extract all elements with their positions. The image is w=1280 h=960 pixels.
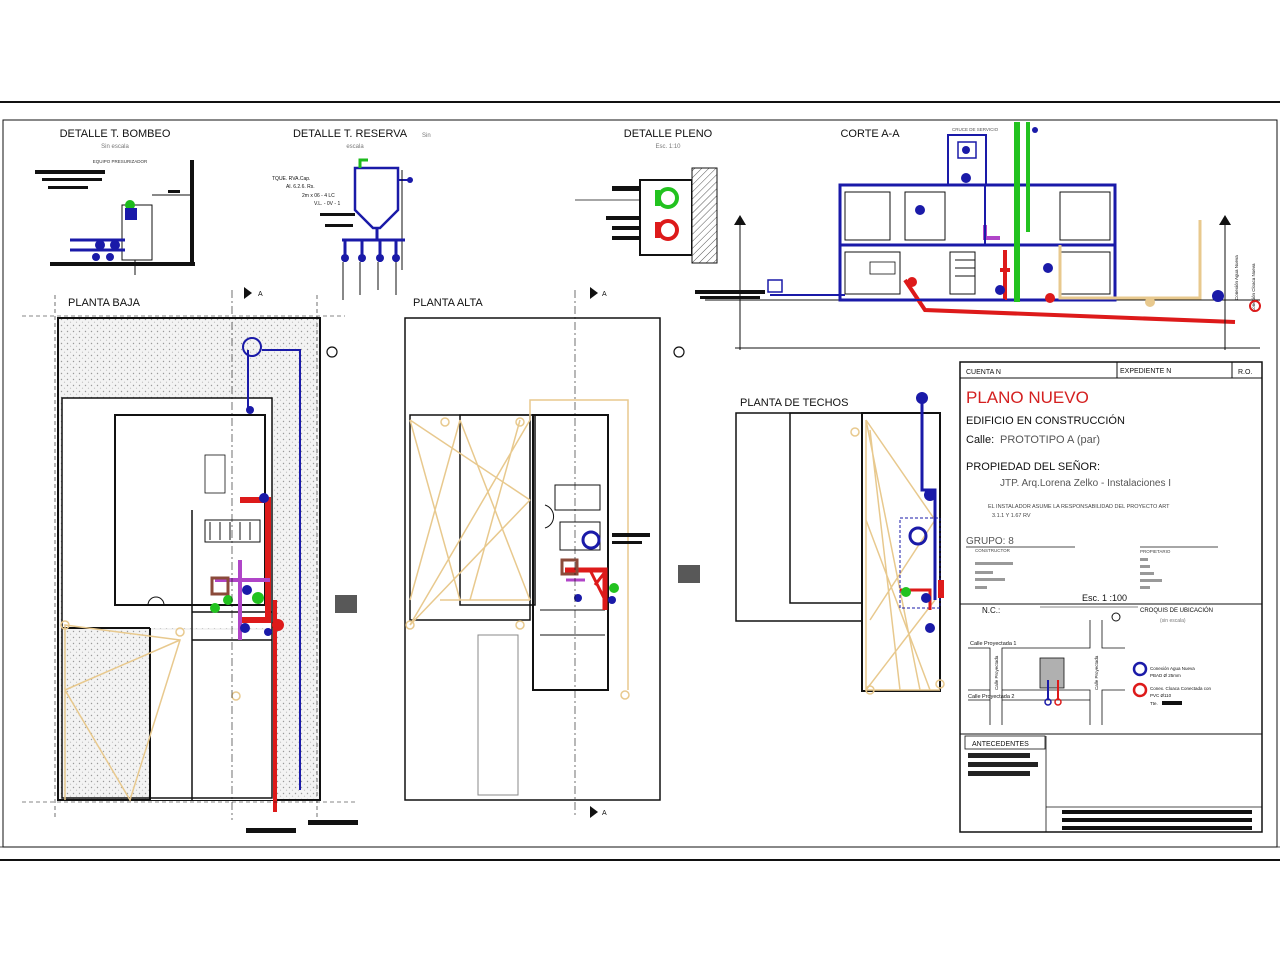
section-note: CRUCE DE SERVICIO (952, 127, 999, 132)
group-label: GRUPO: 8 (966, 536, 1014, 547)
legend-sewer-sub: PVC Ø110 (1150, 693, 1172, 698)
section-side-note-1: Conexión Agua Nueva (1234, 255, 1239, 300)
street-label: Calle: (966, 434, 994, 446)
plan-type-title: PLANO NUEVO (966, 388, 1089, 407)
legend-tte: Tte. (1150, 701, 1158, 706)
location-sketch-sub: (sin escala) (1160, 618, 1186, 624)
section-side-note-2: Conexión Cloaca Nueva (1251, 263, 1256, 312)
scale-label: Esc. 1 :100 (1082, 593, 1127, 603)
street-name-2: Calle Proyectada 2 (968, 694, 1014, 700)
installer-note-1: EL INSTALADOR ASUME LA RESPONSABILIDAD D… (988, 504, 1170, 510)
account-label: CUENTA N (966, 369, 1001, 376)
building-status: EDIFICIO EN CONSTRUCCIÓN (966, 414, 1125, 427)
legend-water: Conexión Agua Nueva (1150, 666, 1195, 671)
detail-reserve-title: DETALLE T. RESERVA (293, 128, 408, 140)
reserve-note-1: TQUE. RVA.Cap. (272, 176, 310, 182)
section-title: CORTE A-A (840, 128, 900, 140)
location-sketch-label: CROQUIS DE UBICACIÓN (1140, 607, 1213, 614)
detail-reserve-tank: DETALLE T. RESERVA Sin escala TQUE. RVA.… (272, 128, 431, 300)
owner-heading: PROPIEDAD DEL SEÑOR: (966, 460, 1100, 473)
detail-plenum-title: DETALLE PLENO (624, 128, 713, 140)
reserve-note-2: Al. 6.2.6. Rs. (286, 184, 315, 190)
upper-floor-plan: PLANTA ALTA A A (404, 287, 700, 818)
upper-floor-title: PLANTA ALTA (413, 297, 483, 309)
title-block: CUENTA N EXPEDIENTE N R.O. PLANO NUEVO E… (959, 361, 1263, 833)
installer-note-2: 3.1.1 Y 1.67 RV (992, 513, 1031, 519)
location-sketch (968, 620, 1125, 725)
street-value: PROTOTIPO A (par) (1000, 434, 1100, 446)
antecedents-label: ANTECEDENTES (972, 741, 1029, 748)
ground-floor-plan: PLANTA BAJA (22, 287, 358, 833)
detail-pump-tank: DETALLE T. BOMBEO Sin escala EQUIPO PRES… (35, 128, 195, 275)
proprietor-label: PROPIETARIO (1140, 549, 1171, 554)
ground-floor-title: PLANTA BAJA (68, 297, 141, 309)
ro-label: R.O. (1238, 369, 1252, 376)
builder-label: CONSTRUCTOR (975, 548, 1011, 553)
detail-plenum-subtitle: Esc. 1:10 (655, 144, 681, 150)
cut-marker-bottom-mid: A (602, 810, 607, 817)
sheet-frame (0, 101, 1280, 861)
reserve-note-4: V.L. - 0V - 1 (314, 201, 340, 207)
cut-marker-top-mid: A (602, 291, 607, 298)
roof-plan: PLANTA DE TECHOS (735, 392, 945, 695)
roof-plan-title: PLANTA DE TECHOS (740, 397, 848, 409)
detail-plenum: DETALLE PLENO Esc. 1:10 (575, 128, 718, 264)
author-line: JTP. Arq.Lorena Zelko - Instalaciones I (1000, 478, 1171, 489)
nc-label: N.C.: (982, 606, 1000, 615)
detail-pump-note: EQUIPO PRESURIZADOR (93, 159, 148, 164)
detail-reserve-subtitle: escala (346, 144, 364, 150)
legend-water-sub: PBAD Ø 25mm (1150, 673, 1181, 678)
legend-sewer: Conex. Cloaca Conectada con (1150, 686, 1212, 691)
street-name-4: Calle Proyectada (1094, 655, 1099, 690)
reserve-note-3: 2m x 06 - 4 LC (302, 193, 335, 199)
street-name-1: Calle Proyectada 1 (970, 641, 1016, 647)
street-name-3: Calle Proyectada (994, 655, 999, 690)
detail-pump-title: DETALLE T. BOMBEO (60, 128, 171, 140)
detail-reserve-tail: Sin (422, 133, 431, 139)
detail-pump-subtitle: Sin escala (101, 144, 129, 150)
cut-marker-top-left: A (258, 291, 263, 298)
file-label: EXPEDIENTE N (1120, 368, 1171, 375)
section-cut-aa: CORTE A-A CRUCE DE SERVICIO (695, 122, 1261, 350)
